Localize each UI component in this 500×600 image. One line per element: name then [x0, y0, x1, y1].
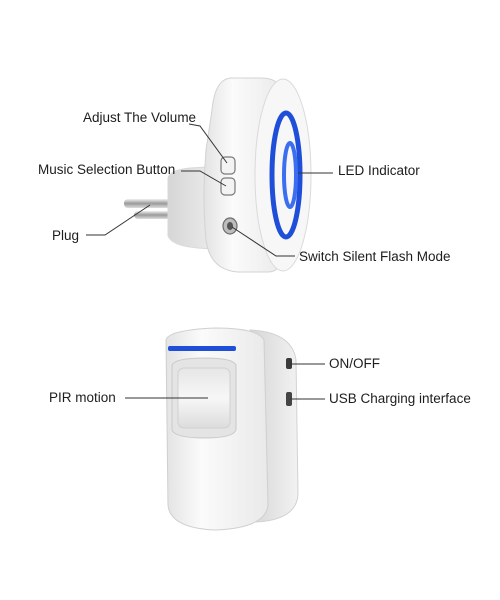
volume-button — [220, 156, 236, 175]
music-button — [220, 177, 236, 196]
leader-adjust-volume — [188, 123, 228, 164]
plug-pin-lower — [134, 211, 172, 219]
leader-silent-flash — [231, 226, 295, 257]
on-off-switch — [286, 358, 292, 369]
leader-music-selection — [181, 170, 227, 187]
label-silent-flash: Switch Silent Flash Mode — [299, 249, 451, 264]
leader-plug — [86, 204, 151, 236]
sensor-blue-strip — [168, 346, 236, 351]
sensor-unit — [165, 327, 299, 531]
label-led-indicator: LED Indicator — [338, 163, 420, 178]
label-on-off: ON/OFF — [329, 356, 380, 371]
usb-port — [286, 392, 292, 406]
label-music-selection: Music Selection Button — [38, 162, 176, 177]
label-plug: Plug — [52, 228, 80, 243]
receiver-unit — [124, 77, 312, 273]
led-ring-outer — [269, 110, 303, 240]
label-usb-charging: USB Charging interface — [329, 391, 471, 406]
plug-pin-upper — [124, 199, 172, 208]
silent-switch-knob — [227, 222, 233, 230]
leader-lines — [86, 123, 333, 400]
label-adjust-volume: Adjust The Volume — [83, 110, 197, 125]
label-pir-motion: PIR motion — [49, 390, 116, 405]
led-ring-inner — [282, 141, 298, 209]
